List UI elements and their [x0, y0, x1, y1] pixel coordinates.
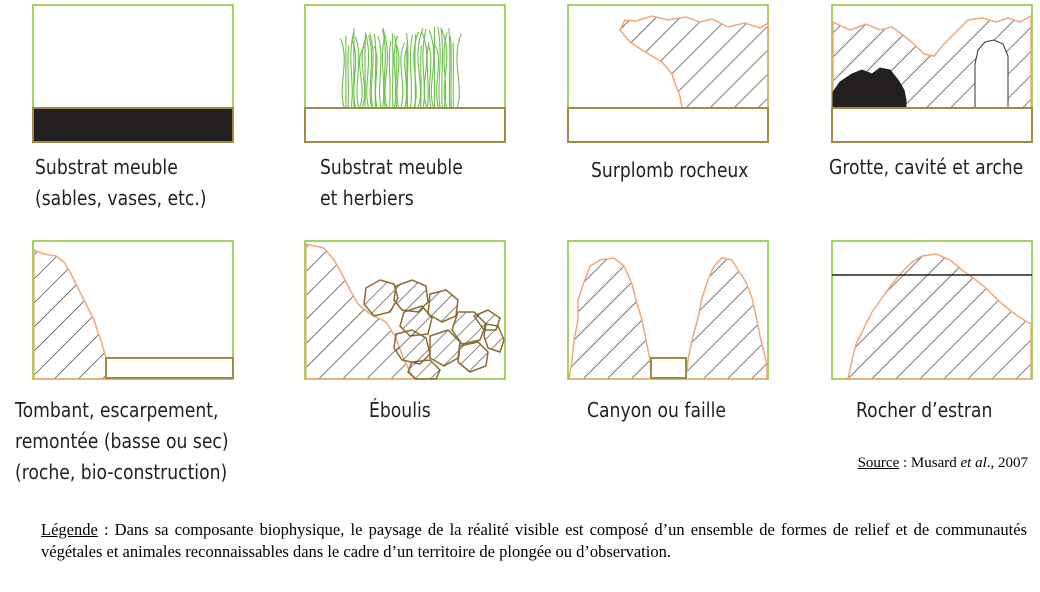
seagrass-blade — [350, 32, 355, 108]
panel-substrat-herbiers — [304, 4, 506, 143]
seagrass-blade — [368, 35, 373, 108]
label-estran: Rocher d’estran — [856, 395, 992, 426]
label-canyon: Canyon ou faille — [587, 395, 726, 426]
seagrass-blade — [388, 40, 392, 108]
seagrass-illustration — [339, 26, 462, 108]
panel-grotte — [831, 4, 1033, 143]
seagrass-blade — [373, 46, 378, 108]
seagrass-blade — [449, 36, 452, 108]
label-substrat-herbiers: Substrat meuble et herbiers — [320, 152, 463, 214]
label-line: et herbiers — [320, 186, 414, 210]
source-citation: Source : Musard et al., 2007 — [858, 455, 1028, 472]
seagrass-blade — [364, 32, 370, 108]
panel-surplomb — [567, 4, 769, 143]
panel-eboulis — [304, 240, 506, 380]
panel-estran — [831, 240, 1033, 380]
seagrass-blade — [413, 31, 420, 108]
label-line: remontée (basse ou sec) — [15, 429, 229, 453]
seagrass-blade — [434, 44, 440, 108]
panel-canyon — [567, 240, 769, 380]
seagrass-blade — [428, 29, 435, 108]
seagrass-blade — [405, 33, 409, 108]
seagrass-blade — [377, 36, 382, 108]
seagrass-blade — [426, 41, 430, 108]
seagrass-blade — [359, 46, 365, 108]
label-line: Tombant, escarpement, — [15, 398, 219, 422]
seagrass-blade — [394, 42, 400, 108]
seagrass-blade — [440, 27, 444, 108]
source-year: ., 2007 — [986, 455, 1028, 471]
seagrass-blade — [409, 34, 413, 108]
seagrass-blade — [381, 28, 386, 108]
seagrass-blade — [351, 40, 357, 108]
seagrass-blade — [381, 34, 386, 108]
label-substrat-meuble: Substrat meuble (sables, vases, etc.) — [35, 152, 207, 214]
seagrass-blade — [420, 45, 423, 108]
seagrass-blade — [448, 27, 451, 108]
legend-label: Légende — [41, 520, 98, 539]
source-etal: et al — [960, 455, 987, 471]
seagrass-blade — [369, 33, 374, 108]
label-line: Grotte, cavité et arche — [829, 155, 1024, 179]
seagrass-blade — [382, 27, 388, 108]
seagrass-blade — [421, 31, 428, 108]
legend-caption: Légende : Dans sa composante biophysique… — [41, 519, 1027, 563]
label-line: (sables, vases, etc.) — [35, 186, 207, 210]
seagrass-blade — [354, 36, 360, 108]
seagrass-blade — [339, 38, 345, 108]
label-line: Éboulis — [369, 398, 431, 422]
label-grotte: Grotte, cavité et arche — [829, 152, 1023, 183]
seagrass-blade — [427, 44, 432, 108]
label-line: (roche, bio-construction) — [15, 460, 228, 484]
seagrass-blade — [400, 42, 406, 108]
panel-substrat-meuble — [32, 4, 234, 143]
seagrass-blade — [361, 35, 368, 108]
label-surplomb: Surplomb rocheux — [591, 155, 748, 186]
seagrass-blade — [417, 27, 424, 108]
seagrass-blade — [414, 33, 417, 108]
seagrass-blade — [441, 29, 448, 108]
label-line: Canyon ou faille — [587, 398, 726, 422]
source-author: : Musard — [899, 455, 961, 471]
seagrass-blade — [373, 33, 377, 108]
label-line: Substrat meuble — [35, 155, 178, 179]
label-line: Substrat meuble — [320, 155, 463, 179]
seagrass-blade — [347, 45, 350, 108]
label-line: Rocher d’estran — [856, 398, 993, 422]
seagrass-blade — [364, 35, 367, 108]
seagrass-blade — [391, 33, 394, 108]
label-line: Surplomb rocheux — [591, 158, 749, 182]
seagrass-blade — [456, 33, 462, 108]
label-eboulis: Éboulis — [369, 395, 431, 426]
legend-text: : Dans sa composante biophysique, le pay… — [41, 520, 1027, 561]
panel-tombant — [32, 240, 234, 380]
source-label: Source — [857, 455, 900, 471]
label-tombant: Tombant, escarpement, remontée (basse ou… — [15, 395, 229, 488]
seagrass-blade — [437, 27, 441, 108]
